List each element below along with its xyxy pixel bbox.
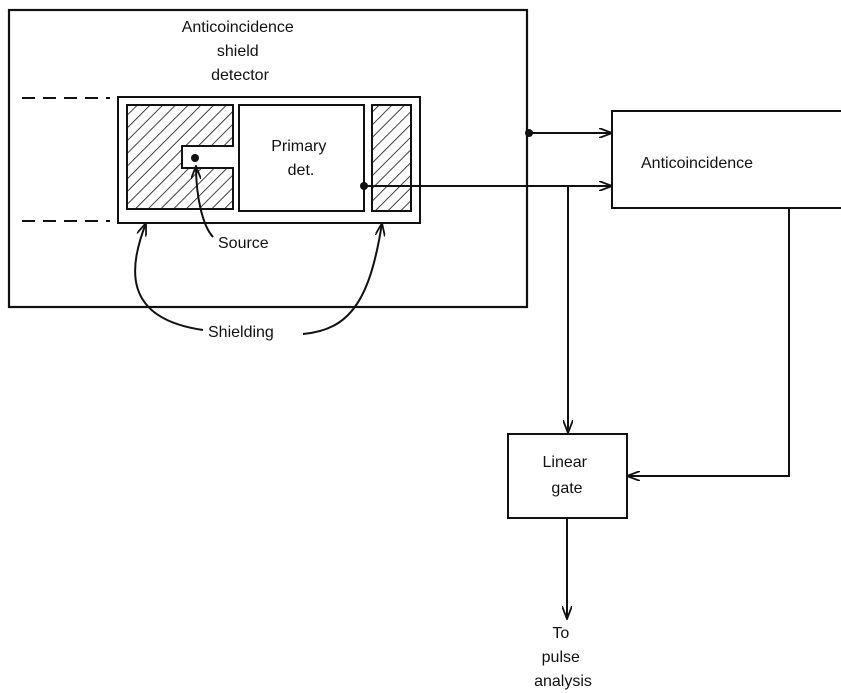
shielding-leader-right [302,223,382,335]
source-label: Source [218,235,269,252]
linear-gate-label: Linear gate [543,454,592,497]
shielding-leader-left [134,223,204,331]
output-label: To pulse analysis [534,625,592,690]
shield-detector-label: Anticoincidence shield detector [182,19,299,84]
primary-detector-label: Primary det. [271,138,331,179]
shield-detector-box [7,8,529,309]
shielding-block-right [371,104,412,212]
anticoincidence-to-gate-line [627,208,790,476]
source-leader [196,166,214,238]
shielding-housing [117,96,421,224]
linear-gate-box [507,433,628,519]
primary-detector-box [238,104,365,212]
source-dot [191,154,199,162]
anticoincidence-box [611,110,841,209]
anticoincidence-label: Anticoincidence [641,155,753,172]
shielding-label: Shielding [208,324,274,341]
shielding-block-left [126,104,234,210]
